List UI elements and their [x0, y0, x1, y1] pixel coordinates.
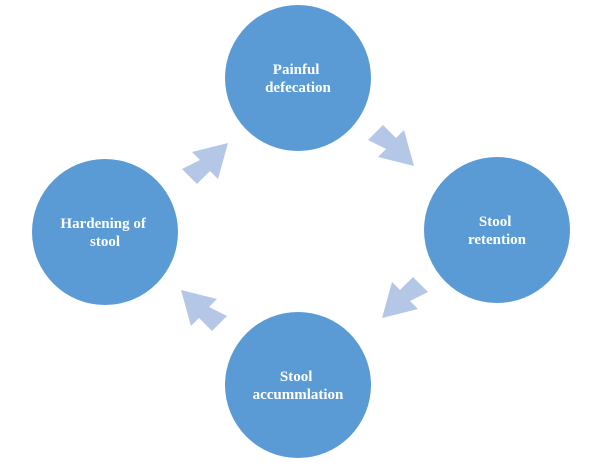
node-stool-retention-line-2: retention — [468, 232, 527, 248]
arrow-hardening-to-painful — [182, 143, 228, 184]
arrow-retention-to-accumulation — [382, 277, 428, 318]
node-stool-retention: Stool retention — [424, 157, 570, 303]
node-stool-retention-circle — [424, 157, 570, 303]
node-stool-accumulation-label: Stool accummlation — [253, 369, 344, 403]
node-hardening-of-stool-line-2: stool — [90, 234, 120, 250]
node-hardening-of-stool: Hardening of stool — [32, 159, 178, 305]
node-hardening-of-stool-circle — [32, 159, 178, 305]
node-painful-defecation-circle — [225, 5, 371, 151]
arrow-painful-to-retention — [368, 125, 414, 166]
node-stool-accumulation-circle — [225, 312, 371, 458]
node-painful-defecation: Painful defecation — [225, 5, 371, 151]
node-stool-retention-label: Stool retention — [468, 214, 527, 248]
node-painful-defecation-label: Painful defecation — [265, 62, 331, 96]
node-painful-defecation-line-1: Painful — [273, 62, 320, 78]
node-stool-accumulation-line-2: accummlation — [253, 387, 344, 403]
node-stool-retention-line-1: Stool — [479, 214, 512, 230]
node-stool-accumulation: Stool accummlation — [225, 312, 371, 458]
node-stool-accumulation-line-1: Stool — [280, 369, 313, 385]
node-hardening-of-stool-line-1: Hardening of — [60, 216, 146, 232]
node-hardening-of-stool-label: Hardening of stool — [60, 216, 149, 250]
arrow-accumulation-to-hardening — [181, 290, 227, 331]
node-painful-defecation-line-2: defecation — [265, 80, 331, 96]
